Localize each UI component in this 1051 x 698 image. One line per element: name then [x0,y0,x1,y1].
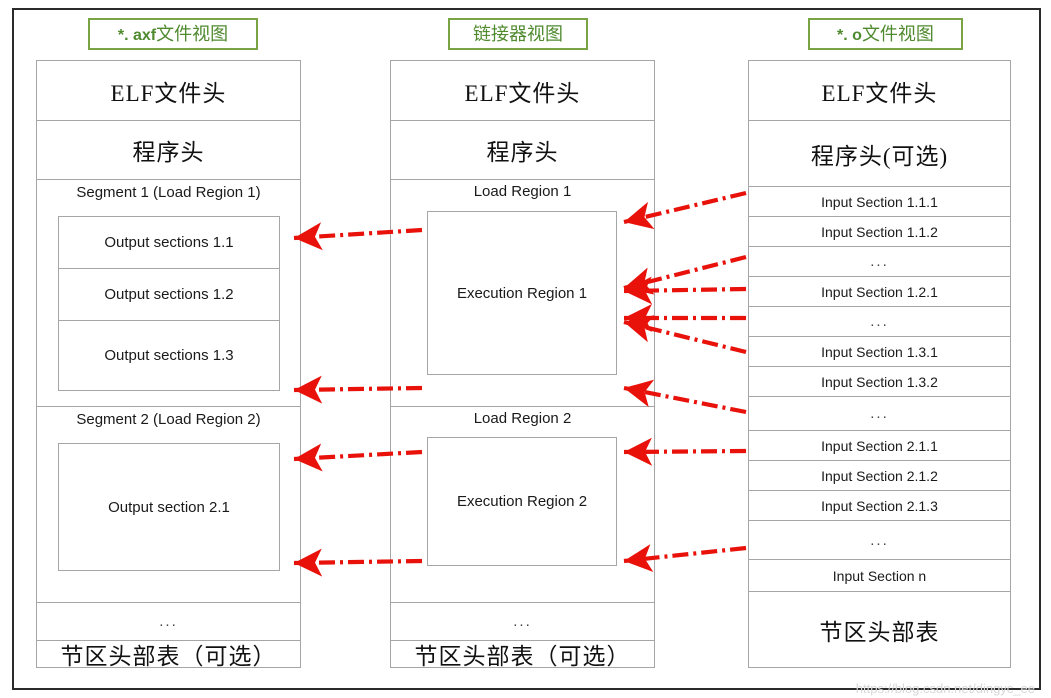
outer-frame [12,8,1041,690]
obj-row-ellipsis-4-label: ... [870,531,889,549]
column-obj: ELF文件头 程序头(可选) Input Section 1.1.1 Input… [748,60,1011,668]
linker-row-ellipsis: ... [391,603,654,641]
obj-row-ellipsis-1: ... [749,247,1010,277]
axf-output-section-2-1: Output section 2.1 [59,444,279,570]
obj-row-input-section-1-2-1-label: Input Section 1.2.1 [821,283,938,300]
watermark: https://blog.csdn.net/dingyc_ee [855,681,1035,696]
column-linker: ELF文件头 程序头 Load Region 1 Execution Regio… [390,60,655,669]
axf-output-section-1-1-label: Output sections 1.1 [104,234,234,251]
obj-row-ellipsis-3: ... [749,397,1010,431]
obj-row-input-section-2-1-3: Input Section 2.1.3 [749,491,1010,521]
axf-segment-1-inner: Output sections 1.1 Output sections 1.2 … [58,216,280,391]
axf-row-program-header: 程序头 [37,121,300,180]
axf-segment-1: Segment 1 (Load Region 1) Output section… [37,180,300,407]
obj-row-ellipsis-4: ... [749,521,1010,560]
obj-row-input-section-1-1-2: Input Section 1.1.2 [749,217,1010,247]
obj-row-input-section-2-1-1: Input Section 2.1.1 [749,431,1010,461]
column-header-axf: *. axf文件视图 [88,18,258,50]
linker-row-elf-header: ELF文件头 [391,61,654,121]
column-header-axf-suffix: 文件视图 [156,24,229,44]
axf-row-section-header-table: 节区头部表（可选） [37,641,300,669]
axf-output-section-1-1: Output sections 1.1 [59,217,279,269]
obj-row-program-header-label: 程序头(可选) [810,143,949,169]
obj-row-elf-header: ELF文件头 [749,61,1010,121]
axf-row-elf-header: ELF文件头 [37,61,300,121]
linker-load-region-2-label: Load Region 2 [473,410,572,427]
axf-segment-2-label: Segment 2 (Load Region 2) [76,411,261,428]
obj-row-input-section-n: Input Section n [749,560,1010,592]
axf-output-section-2-1-label: Output section 2.1 [108,498,230,516]
obj-row-input-section-2-1-2: Input Section 2.1.2 [749,461,1010,491]
obj-row-section-header-table-label: 节区头部表 [819,619,940,645]
linker-load-region-2: Load Region 2 Execution Region 2 [391,407,654,603]
obj-row-input-section-1-1-1: Input Section 1.1.1 [749,187,1010,217]
axf-row-ellipsis-label: ... [159,613,178,630]
obj-row-input-section-n-label: Input Section n [832,567,927,584]
obj-row-input-section-1-1-1-label: Input Section 1.1.1 [821,193,938,210]
obj-row-input-section-1-1-2-label: Input Section 1.1.2 [821,223,938,240]
obj-row-input-section-2-1-3-label: Input Section 2.1.3 [821,497,938,514]
column-header-obj-prefix: *. o [837,27,862,44]
linker-row-program-header-label: 程序头 [486,140,559,165]
linker-load-region-1: Load Region 1 Execution Region 1 [391,180,654,407]
axf-row-ellipsis: ... [37,603,300,641]
obj-row-ellipsis-2-label: ... [870,313,889,330]
linker-row-section-header-table: 节区头部表（可选） [391,641,654,669]
linker-execution-region-1: Execution Region 1 [427,211,617,375]
column-axf: ELF文件头 程序头 Segment 1 (Load Region 1) Out… [36,60,301,669]
obj-row-elf-header-label: ELF文件头 [821,80,938,106]
linker-execution-region-2-label: Execution Region 2 [456,493,588,510]
axf-segment-2: Segment 2 (Load Region 2) Output section… [37,407,300,603]
obj-row-input-section-1-2-1: Input Section 1.2.1 [749,277,1010,307]
axf-segment-1-label: Segment 1 (Load Region 1) [76,184,261,201]
linker-row-elf-header-label: ELF文件头 [464,80,581,106]
obj-row-input-section-1-3-2: Input Section 1.3.2 [749,367,1010,397]
axf-output-section-1-3: Output sections 1.3 [59,321,279,390]
axf-row-elf-header-label: ELF文件头 [110,80,227,106]
obj-row-ellipsis-1-label: ... [870,253,889,270]
axf-output-section-1-2: Output sections 1.2 [59,269,279,321]
axf-output-section-1-3-label: Output sections 1.3 [104,347,234,364]
obj-row-input-section-1-3-1-label: Input Section 1.3.1 [821,343,938,360]
obj-row-input-section-1-3-2-label: Input Section 1.3.2 [821,373,938,390]
axf-segment-2-inner: Output section 2.1 [58,443,280,571]
column-header-axf-prefix: *. axf [117,27,157,44]
obj-row-input-section-1-3-1: Input Section 1.3.1 [749,337,1010,367]
axf-row-section-header-table-label: 节区头部表（可选） [60,644,277,669]
column-header-obj: *. o文件视图 [808,18,963,50]
column-header-linker-label: 链接器视图 [473,24,563,44]
linker-load-region-1-label: Load Region 1 [473,183,572,200]
axf-row-program-header-label: 程序头 [132,140,205,165]
linker-execution-region-2: Execution Region 2 [427,437,617,566]
linker-row-section-header-table-label: 节区头部表（可选） [414,644,631,669]
obj-row-program-header: 程序头(可选) [749,121,1010,187]
obj-row-input-section-2-1-2-label: Input Section 2.1.2 [821,467,938,484]
obj-row-section-header-table: 节区头部表 [749,592,1010,667]
obj-row-ellipsis-3-label: ... [870,405,889,422]
column-header-obj-suffix: 文件视图 [861,24,934,44]
obj-row-input-section-2-1-1-label: Input Section 2.1.1 [821,437,938,454]
axf-output-section-1-2-label: Output sections 1.2 [104,286,234,303]
obj-row-ellipsis-2: ... [749,307,1010,337]
linker-execution-region-1-label: Execution Region 1 [456,284,588,302]
linker-row-ellipsis-label: ... [513,613,532,630]
linker-row-program-header: 程序头 [391,121,654,180]
column-header-linker: 链接器视图 [448,18,588,50]
